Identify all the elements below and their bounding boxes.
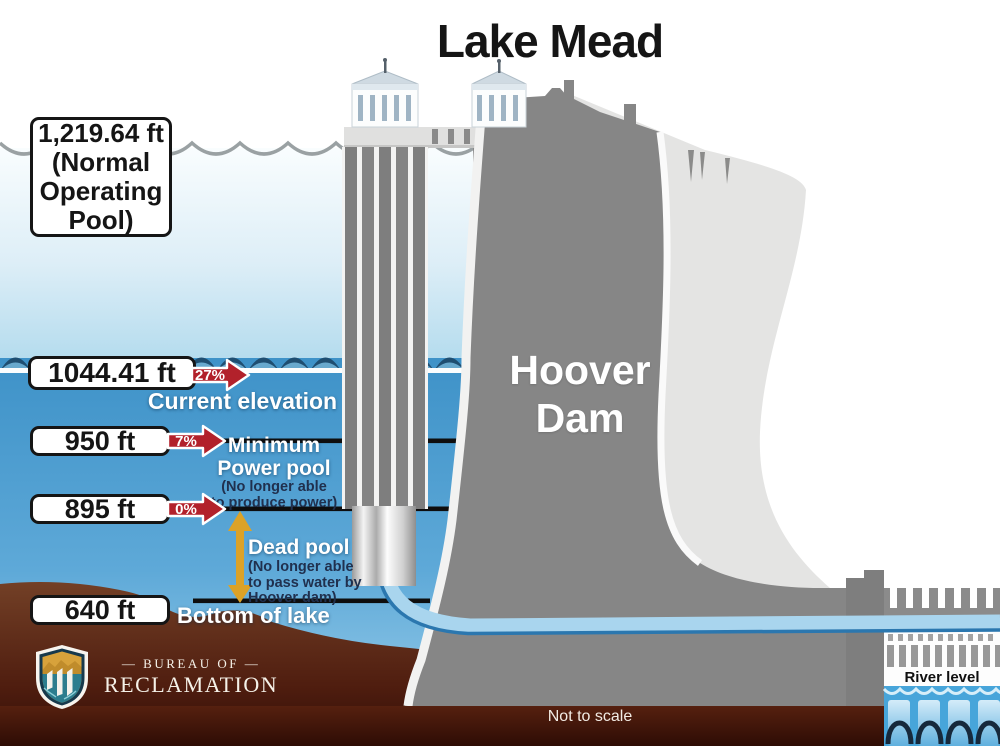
elevation-lines [193,438,464,604]
dead-pool-percent-arrow: 0% [166,490,228,528]
dam-name: Hoover Dam [470,346,690,442]
normal-pool-line3: Operating [39,176,163,206]
intake-tower-building [351,58,419,128]
dam-crest-posts [564,80,636,140]
normal-pool-line1: 1,219.64 ft [38,118,164,148]
current-elevation-label: Current elevation [147,388,338,414]
dead-pool-note2: to pass water by [248,574,362,591]
intake-tower-shaft [342,147,428,509]
min-power-label1: Minimum [227,434,321,457]
current-elevation-box: 1044.41 ft [28,356,196,390]
dead-pool-range-arrow [228,511,252,603]
arrow-right-icon [166,424,227,458]
dead-pool-note1: (No longer able [248,559,354,575]
min-power-percent-arrow: 7% [166,422,228,460]
dead-pool-label: Dead pool [248,536,350,559]
dead-pool-percent-label: 0% [175,500,197,518]
hoover-dam-body [405,88,884,706]
dam-name-line2: Dam [535,395,625,441]
dead-pool-label-block: Dead pool (No longer able to pass water … [248,536,418,607]
min-power-box: 950 ft [30,426,170,456]
deck-shadow [344,145,520,148]
current-percent-arrow: 27% [190,356,252,394]
powerhouse [846,570,1000,746]
logo-line2: RECLAMATION [104,672,279,697]
bureau-of-reclamation-logo: — BUREAU OF — RECLAMATION [34,644,278,710]
logo-line1: — BUREAU OF — [121,656,261,671]
outlet-arches [885,700,1000,746]
dam-upstream-edge [403,101,487,707]
min-power-percent-label: 7% [175,432,197,450]
logo-text: — BUREAU OF — RECLAMATION [104,656,278,698]
dam-name-line1: Hoover [509,347,651,393]
current-percent-label: 27% [194,366,226,384]
normal-pool-line4: Pool) [68,205,134,235]
dead-pool-note3: Hoover dam) [248,590,337,606]
min-power-label2: Power pool [217,457,331,480]
page-title: Lake Mead [436,15,664,67]
arrow-right-icon [166,492,227,526]
arrow-right-icon [190,358,251,392]
riverbed-band [0,706,884,746]
dead-pool-box: 895 ft [30,494,170,524]
reclamation-shield-icon [36,645,88,709]
bottom-box: 640 ft [30,595,170,625]
bottom-of-lake-label: Bottom of lake [177,603,330,628]
min-power-note1: (No longer able [221,479,327,495]
min-power-note2: to produce power) [210,494,338,511]
river-level-label: River level [904,669,980,686]
intake-tower2-building [471,59,527,128]
dam-downstream-edge [656,131,703,566]
min-power-label-block: Minimum Power pool (No longer able to pr… [195,434,353,511]
scale-note: Not to scale [547,708,633,725]
normal-pool-label-box: 1,219.64 ft (Normal Operating Pool) [30,117,172,237]
normal-pool-line2: (Normal [51,147,151,177]
intake-cylinder [352,506,416,586]
